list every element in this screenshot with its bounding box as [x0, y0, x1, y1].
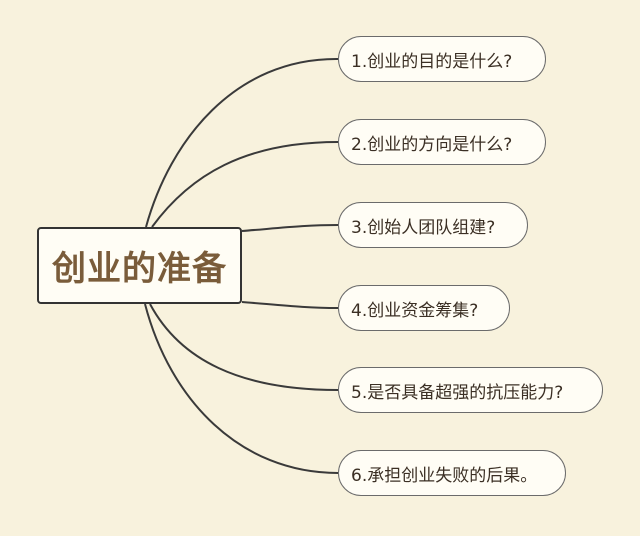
branch-node-label: 5.是否具备超强的抗压能力? — [351, 382, 564, 403]
branch-node-3[interactable]: 3.创始人团队组建? — [338, 202, 528, 248]
branch-node-label: 6.承担创业失败的后果。 — [351, 465, 538, 486]
branch-node-2[interactable]: 2.创业的方向是什么? — [338, 119, 546, 165]
branch-node-1[interactable]: 1.创业的目的是什么? — [338, 36, 546, 82]
connector-line-2 — [151, 141, 339, 228]
connector-line-4 — [241, 301, 339, 309]
connector-line-3 — [241, 224, 339, 232]
branch-node-label: 3.创始人团队组建? — [351, 217, 496, 238]
root-node-label: 创业的准备 — [52, 249, 227, 289]
branch-node-label: 4.创业资金筹集? — [351, 300, 479, 321]
branch-node-5[interactable]: 5.是否具备超强的抗压能力? — [338, 367, 603, 413]
branch-node-label: 1.创业的目的是什么? — [351, 51, 513, 72]
branch-node-6[interactable]: 6.承担创业失败的后果。 — [338, 450, 566, 496]
branch-node-4[interactable]: 4.创业资金筹集? — [338, 285, 510, 331]
branch-node-label: 2.创业的方向是什么? — [351, 134, 513, 155]
connector-line-1 — [145, 57, 339, 228]
connector-line-6 — [144, 303, 339, 474]
connector-line-5 — [149, 303, 339, 391]
root-node[interactable]: 创业的准备 — [37, 227, 242, 304]
